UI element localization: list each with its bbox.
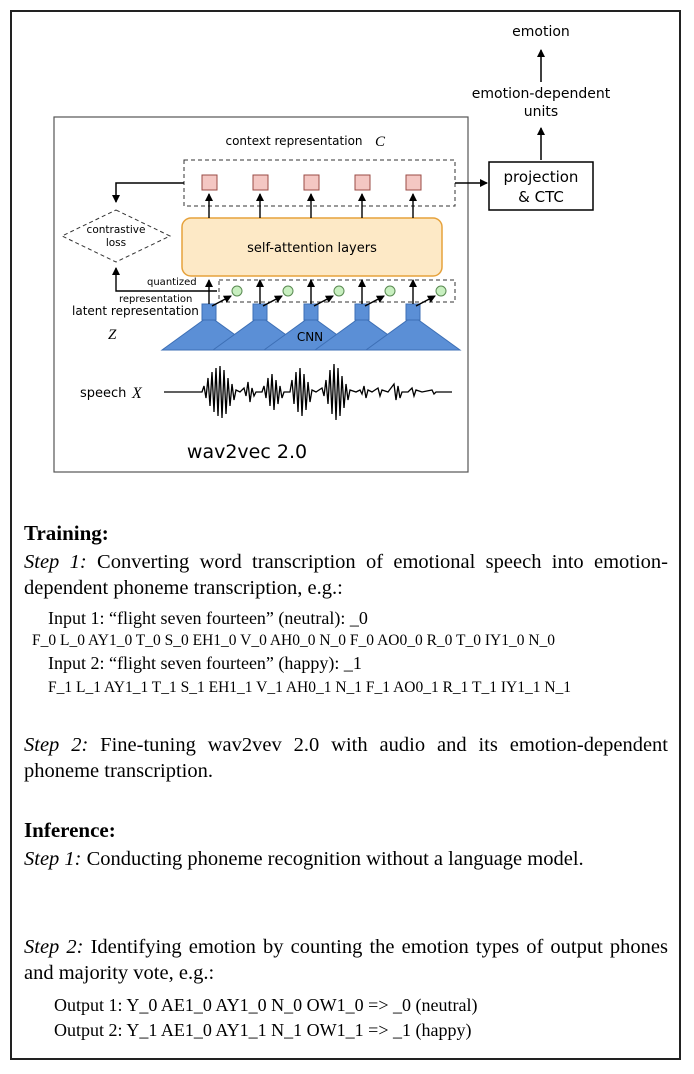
- projection-label-2: & CTC: [518, 188, 564, 206]
- training-step2: Step 2: Fine-tuning wav2vev 2.0 with aud…: [24, 732, 668, 784]
- training-input1-phones: F_0 L_0 AY1_0 T_0 S_0 EH1_0 V_0 AH0_0 N_…: [32, 632, 556, 649]
- step-text: Fine-tuning wav2vev 2.0 with audio and i…: [24, 734, 668, 782]
- inference-output1: Output 1: Y_0 AE1_0 AY1_0 N_0 OW1_0 => _…: [54, 995, 478, 1015]
- context-label: context representation: [225, 134, 362, 148]
- speech-symbol: X: [131, 385, 143, 402]
- figure-frame: emotion emotion-dependent units projecti…: [10, 10, 681, 1060]
- training-input2-phones: F_1 L_1 AY1_1 T_1 S_1 EH1_1 V_1 AH0_1 N_…: [48, 679, 572, 696]
- step-label: Step 1:: [24, 848, 82, 870]
- projection-label-1: projection: [504, 168, 579, 186]
- quantized-group: [218, 279, 456, 303]
- emotion-label: emotion: [512, 24, 570, 40]
- quantized-vector: [333, 285, 345, 297]
- inference-step1: Step 1: Conducting phoneme recognition w…: [24, 846, 668, 872]
- context-vector: [252, 174, 269, 191]
- inference-step2: Step 2: Identifying emotion by counting …: [24, 934, 668, 986]
- context-vector: [303, 174, 320, 191]
- step-text: Identifying emotion by counting the emot…: [24, 936, 668, 984]
- speech-label: speech: [80, 386, 126, 401]
- inference-heading: Inference:: [24, 818, 116, 842]
- context-vector: [354, 174, 371, 191]
- quantized-vectors: [231, 285, 447, 297]
- emotion-units-label-1: emotion-dependent: [472, 86, 611, 102]
- training-step1: Step 1: Converting word transcription of…: [24, 549, 668, 601]
- wav2vec-panel: [53, 116, 469, 473]
- quantized-vector: [282, 285, 294, 297]
- cnn-label: CNN: [297, 330, 323, 344]
- latent-label: latent representation: [72, 304, 199, 318]
- step-text: Converting word transcription of emotion…: [24, 551, 669, 599]
- training-input2: Input 2: “flight seven fourteen” (happy)…: [48, 653, 362, 673]
- step-text: Conducting phoneme recognition without a…: [81, 848, 584, 870]
- training-input1: Input 1: “flight seven fourteen” (neutra…: [48, 608, 368, 628]
- step-label: Step 1:: [24, 551, 87, 573]
- context-vectors: [201, 174, 422, 191]
- projection-ctc-box: [488, 161, 594, 211]
- contrastive-loss-diamond: [60, 209, 172, 263]
- quantized-vector: [384, 285, 396, 297]
- quantized-label-1: quantized: [147, 277, 197, 288]
- emotion-units-label-2: units: [524, 104, 558, 120]
- context-vector: [405, 174, 422, 191]
- contrastive-label-2: loss: [106, 237, 126, 249]
- speech-waveform: [164, 363, 452, 421]
- cnn-encoder: [160, 303, 462, 351]
- wav2vec-diagram: emotion emotion-dependent units projecti…: [53, 24, 611, 473]
- quantized-vector: [231, 285, 243, 297]
- self-attention-block: [181, 217, 443, 277]
- inference-output2: Output 2: Y_1 AE1_0 AY1_1 N_1 OW1_1 => _…: [54, 1020, 472, 1040]
- model-name: wav2vec 2.0: [187, 441, 307, 463]
- training-heading: Training:: [24, 521, 109, 545]
- quantized-vector: [435, 285, 447, 297]
- contrastive-label-1: contrastive: [87, 224, 146, 236]
- context-vector: [201, 174, 218, 191]
- step-label: Step 2:: [24, 936, 84, 958]
- context-symbol: C: [375, 134, 386, 150]
- quantized-label-2: representation: [119, 294, 192, 305]
- self-attention-label: self-attention layers: [247, 241, 377, 256]
- step-label: Step 2:: [24, 734, 89, 756]
- latent-symbol: Z: [108, 327, 117, 343]
